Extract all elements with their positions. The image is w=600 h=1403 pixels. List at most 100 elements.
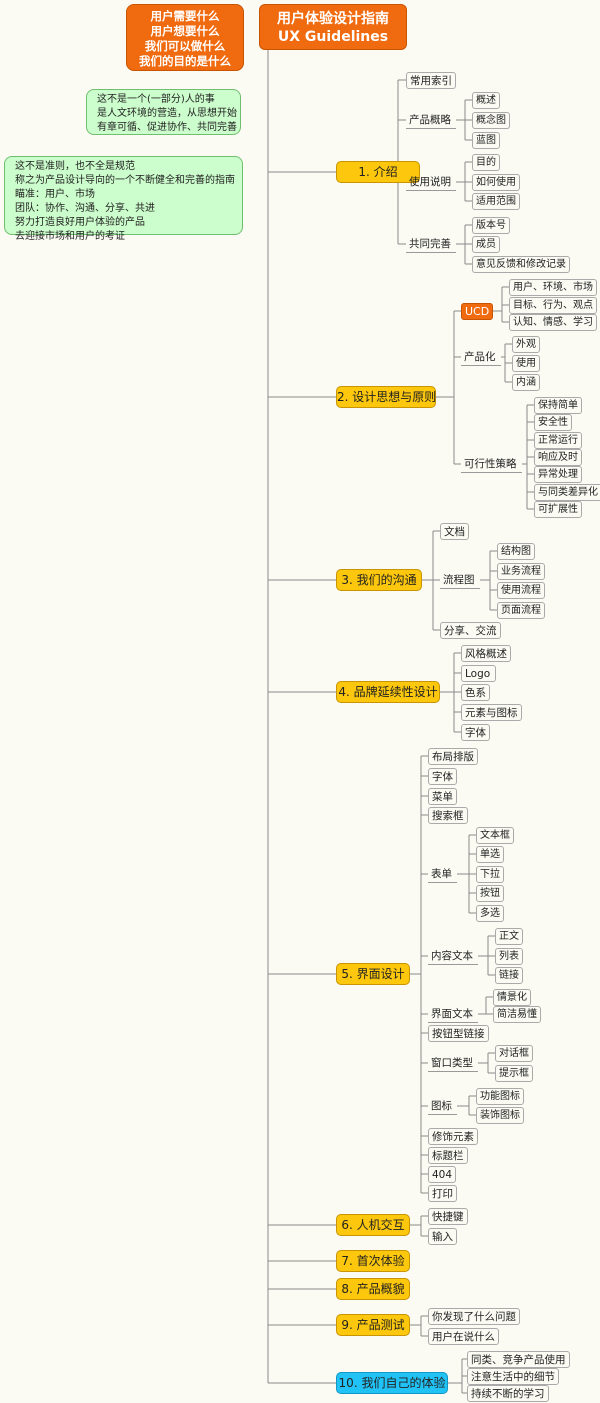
note-line: 努力打造良好用户体验的产品 (15, 217, 145, 228)
topic-node[interactable]: 快捷键 (428, 1207, 468, 1225)
section-node[interactable]: 4. 品牌延续性设计 (336, 681, 440, 703)
leaf-node[interactable]: 单选 (476, 845, 504, 863)
leaf-node[interactable]: 简洁易懂 (493, 1005, 541, 1023)
leaf-node[interactable]: 适用范围 (472, 192, 520, 210)
topic-node[interactable]: 产品概略 (406, 112, 456, 129)
topic-node[interactable]: 产品化 (461, 349, 501, 366)
leaf-node[interactable]: 与同类差异化 (534, 483, 600, 501)
topic-node[interactable]: Logo (461, 664, 496, 682)
topic-node[interactable]: 404 (428, 1165, 456, 1183)
leaf-node[interactable]: 链接 (495, 966, 523, 984)
leaf-node[interactable]: 外观 (512, 335, 540, 353)
leaf-node[interactable]: 异常处理 (534, 465, 582, 483)
topic-node[interactable]: 图标 (428, 1098, 457, 1115)
leaf-node[interactable]: 业务流程 (497, 562, 545, 580)
note-line: 瞄准：用户、市场 (15, 189, 95, 200)
topic-node[interactable]: 可行性策略 (461, 456, 522, 473)
leaf-node[interactable]: 用户、环境、市场 (509, 278, 597, 296)
leaf-node[interactable]: 对话框 (495, 1044, 533, 1062)
section-node[interactable]: 1. 介绍 (336, 161, 420, 183)
leaf-node[interactable]: 认知、情感、学习 (509, 313, 597, 331)
leaf-node[interactable]: 概念图 (472, 111, 510, 129)
leaf-node[interactable]: 功能图标 (476, 1087, 524, 1105)
leaf-node[interactable]: 列表 (495, 947, 523, 965)
note-line: 这不是一个(一部分)人的事 (97, 94, 215, 105)
leaf-node[interactable]: 概述 (472, 91, 500, 109)
topic-node[interactable]: 搜索框 (428, 806, 468, 824)
topic-node[interactable]: 字体 (428, 767, 457, 785)
leaf-node[interactable]: 版本号 (472, 216, 510, 234)
topic-node[interactable]: 你发现了什么问题 (428, 1307, 520, 1325)
topic-node[interactable]: 常用索引 (406, 71, 456, 89)
leaf-node[interactable]: 内涵 (512, 373, 540, 391)
leaf-node[interactable]: 成员 (472, 235, 500, 253)
topic-node[interactable]: 界面文本 (428, 1006, 478, 1023)
section-node[interactable]: 9. 产品测试 (336, 1314, 410, 1336)
note-line: 我们可以做什么 (144, 39, 226, 53)
leaf-node[interactable]: 蓝图 (472, 131, 500, 149)
leaf-node[interactable]: 装饰图标 (476, 1106, 524, 1124)
leaf-node[interactable]: 安全性 (534, 413, 572, 431)
topic-node[interactable]: 字体 (461, 723, 490, 741)
topic-node[interactable]: 标题栏 (428, 1146, 468, 1164)
topic-node[interactable]: UCD (461, 302, 493, 320)
title-line-1: 用户体验设计指南 (277, 11, 389, 27)
leaf-node[interactable]: 正文 (495, 927, 523, 945)
note-line: 用户需要什么 (150, 9, 220, 23)
leaf-node[interactable]: 页面流程 (497, 601, 545, 619)
leaf-node[interactable]: 如何使用 (472, 173, 520, 191)
note-line: 用户想要什么 (150, 24, 220, 38)
topic-node[interactable]: 修饰元素 (428, 1127, 478, 1145)
leaf-node[interactable]: 响应及时 (534, 448, 582, 466)
leaf-node[interactable]: 意见反馈和修改记录 (472, 255, 570, 273)
topic-node[interactable]: 文档 (440, 522, 469, 540)
leaf-node[interactable]: 文本框 (476, 826, 514, 844)
leaf-node[interactable]: 正常运行 (534, 431, 582, 449)
leaf-node[interactable]: 提示框 (495, 1064, 533, 1082)
leaf-node[interactable]: 使用流程 (497, 581, 545, 599)
section-node[interactable]: 3. 我们的沟通 (336, 569, 422, 591)
topic-node[interactable]: 表单 (428, 866, 457, 883)
topic-node[interactable]: 窗口类型 (428, 1055, 478, 1072)
leaf-node[interactable]: 目的 (472, 153, 500, 171)
topic-node[interactable]: 共同完善 (406, 236, 456, 253)
section-node[interactable]: 7. 首次体验 (336, 1250, 410, 1272)
leaf-node[interactable]: 下拉 (476, 865, 504, 883)
topic-node[interactable]: 内容文本 (428, 948, 478, 965)
leaf-node[interactable]: 目标、行为、观点 (509, 296, 597, 314)
topic-node[interactable]: 布局排版 (428, 747, 478, 765)
section-node[interactable]: 5. 界面设计 (336, 963, 410, 985)
note-line: 这不是准则，也不全是规范 (15, 161, 135, 172)
leaf-node[interactable]: 结构图 (497, 542, 535, 560)
note-line: 有章可循、促进协作、共同完善 (97, 122, 237, 133)
leaf-node[interactable]: 保持简单 (534, 396, 582, 414)
topic-node[interactable]: 持续不断的学习 (467, 1384, 549, 1402)
topic-node[interactable]: 打印 (428, 1184, 457, 1202)
topic-node[interactable]: 按钮型链接 (428, 1024, 489, 1042)
topic-node[interactable]: 使用说明 (406, 174, 456, 191)
section-node[interactable]: 6. 人机交互 (336, 1214, 410, 1236)
title-line-2: UX Guidelines (277, 29, 389, 45)
topic-node[interactable]: 用户在说什么 (428, 1327, 499, 1345)
topic-node[interactable]: 元素与图标 (461, 703, 522, 721)
leaf-node[interactable]: 可扩展性 (534, 500, 582, 518)
note-line: 称之为产品设计导向的一个不断健全和完善的指南 (15, 175, 235, 186)
leaf-node[interactable]: 多选 (476, 904, 504, 922)
topic-node[interactable]: 同类、竞争产品使用 (467, 1350, 570, 1368)
note-line: 团队：协作、沟通、分享、共进 (15, 203, 155, 214)
section-node[interactable]: 10. 我们自己的体验 (336, 1372, 448, 1394)
topic-node[interactable]: 输入 (428, 1227, 457, 1245)
topic-node[interactable]: 菜单 (428, 787, 457, 805)
section-node[interactable]: 8. 产品概貌 (336, 1278, 410, 1300)
leaf-node[interactable]: 按钮 (476, 884, 504, 902)
leaf-node[interactable]: 情景化 (493, 988, 531, 1006)
leaf-node[interactable]: 使用 (512, 354, 540, 372)
topic-node[interactable]: 分享、交流 (440, 621, 501, 639)
topic-node[interactable]: 风格概述 (461, 644, 511, 662)
topic-node[interactable]: 流程图 (440, 572, 480, 589)
topic-node[interactable]: 色系 (461, 683, 490, 701)
note-line: 我们的目的是什么 (139, 54, 231, 68)
topic-node[interactable]: 注意生活中的细节 (467, 1367, 559, 1385)
note-questions: 用户需要什么 用户想要什么 我们可以做什么 我们的目的是什么 (126, 4, 244, 71)
section-node[interactable]: 2. 设计思想与原则 (336, 386, 436, 408)
